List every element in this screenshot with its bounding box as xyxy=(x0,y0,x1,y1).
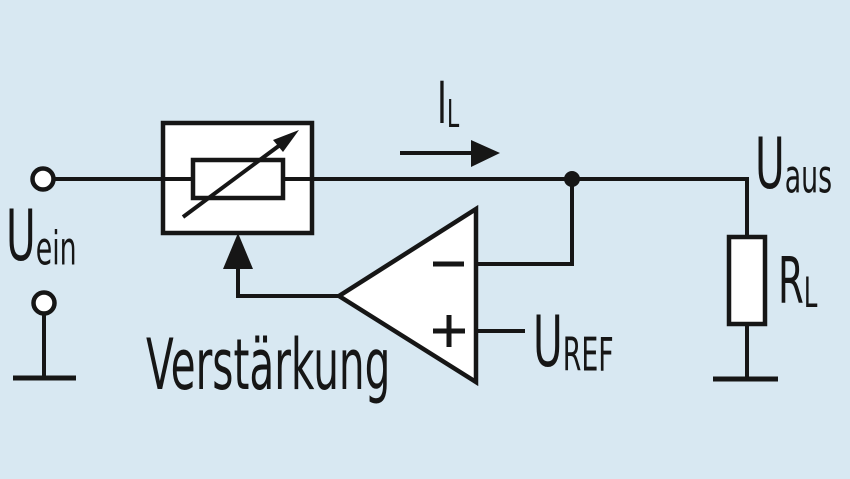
input-voltage-symbol: U xyxy=(6,195,36,277)
load-resistor-symbol: R xyxy=(778,245,804,319)
input-voltage-label: Uein xyxy=(6,201,77,272)
variable-resistor-arrowhead-icon xyxy=(273,130,299,152)
output-voltage-symbol: U xyxy=(755,123,785,205)
output-voltage-subscript: aus xyxy=(784,149,833,204)
reference-voltage-symbol: U xyxy=(533,301,563,383)
variable-resistor-body xyxy=(190,157,286,201)
opamp-plus-icon xyxy=(433,315,465,347)
gain-control-arrowhead-icon xyxy=(223,233,253,269)
load-current-label: IL xyxy=(437,74,459,134)
load-current-subscript: L xyxy=(446,91,460,137)
gain-label: Verstärkung xyxy=(146,324,391,406)
gain-control-wire xyxy=(236,268,339,298)
output-voltage-label: Uaus xyxy=(755,129,832,200)
input-voltage-subscript: ein xyxy=(35,221,77,276)
junction-node-dot xyxy=(564,171,580,187)
load-current-symbol: I xyxy=(437,69,447,137)
variable-resistor-arrow-shaft xyxy=(181,143,282,219)
load-resistor-label: RL xyxy=(778,250,817,314)
input-ground-terminal-icon xyxy=(31,290,57,316)
feedback-sense-wire xyxy=(476,179,574,266)
reference-voltage-subscript: REF xyxy=(562,327,614,382)
opamp-triangle xyxy=(334,204,479,387)
load-resistor-subscript: L xyxy=(803,268,818,318)
load-resistor-body xyxy=(726,234,768,327)
input-terminal-icon xyxy=(30,166,56,192)
reference-voltage-label: UREF xyxy=(533,307,614,378)
load-current-arrowhead-icon xyxy=(471,140,500,167)
